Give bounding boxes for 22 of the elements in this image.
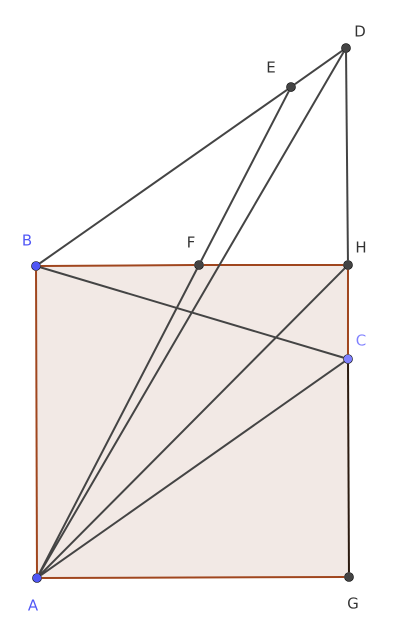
- point-label: A: [28, 600, 38, 610]
- segment: [38, 52, 344, 574]
- point-label: C: [356, 334, 366, 346]
- segment: [345, 52, 349, 260]
- segment: [40, 266, 344, 359]
- segment: [40, 264, 194, 267]
- segment: [204, 264, 344, 266]
- segment: [35, 270, 38, 574]
- segment: [39, 88, 288, 264]
- segment: [38, 268, 198, 574]
- segment: [294, 50, 343, 86]
- point-label: D: [356, 26, 365, 36]
- segment: [347, 364, 350, 572]
- segment: [200, 90, 290, 262]
- point-label: F: [188, 236, 194, 248]
- point-label: E: [268, 62, 275, 72]
- segment: [40, 360, 345, 576]
- segment: [347, 270, 349, 354]
- segment: [42, 576, 344, 579]
- point-label: G: [348, 597, 358, 609]
- point-label: B: [23, 234, 32, 246]
- point-label: H: [356, 242, 366, 252]
